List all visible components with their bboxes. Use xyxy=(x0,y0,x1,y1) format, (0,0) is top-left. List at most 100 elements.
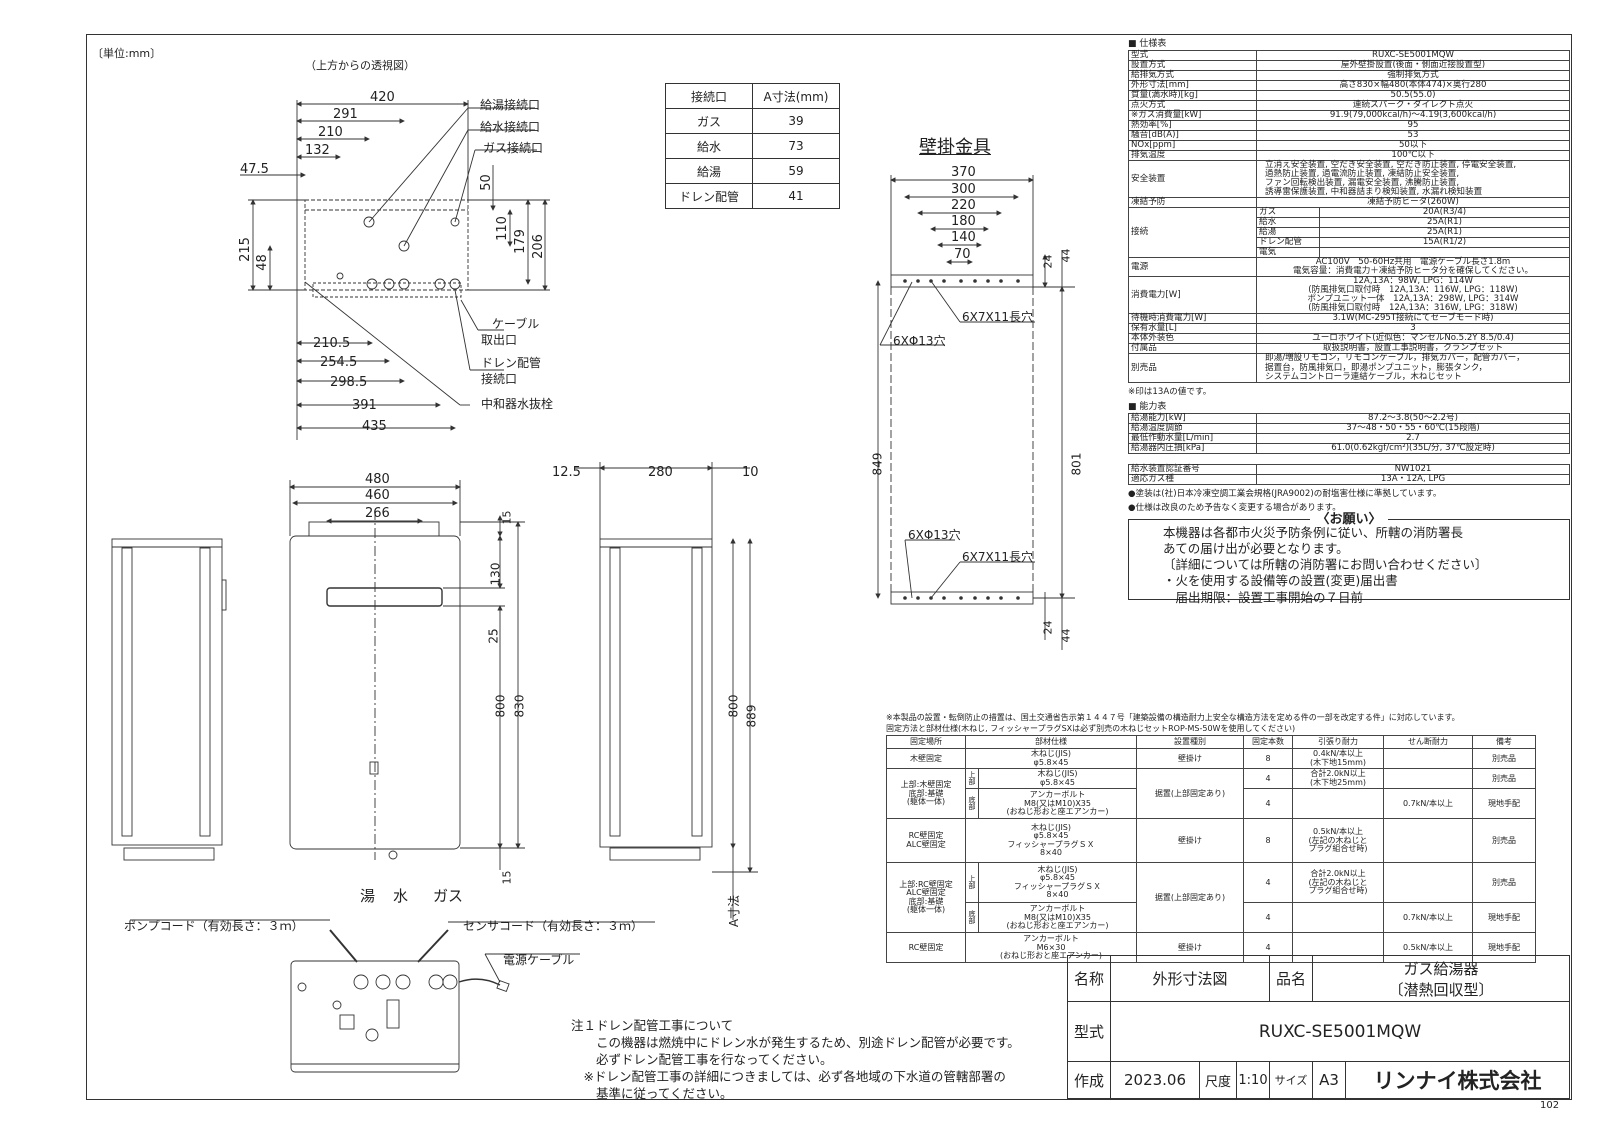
fix-line: φ5.8×45 xyxy=(1040,873,1075,883)
callout-cable-outlet: 取出口 xyxy=(481,333,518,347)
top-view xyxy=(240,100,550,440)
spec-value: 高さ830×幅480(本体474)×奥行280 xyxy=(1256,80,1570,92)
fix-line: (木下地25mm) xyxy=(1309,777,1366,787)
fix-line: アンカーボルト xyxy=(1029,904,1086,914)
scale-value: 1:10 xyxy=(1236,1061,1270,1099)
fix-line: 底部:基礎 xyxy=(908,896,944,906)
spec-value: 取扱説明書，設置工事説明書，クランプセット xyxy=(1256,343,1570,355)
side-dim-889: 889 xyxy=(744,704,759,728)
dim-291: 291 xyxy=(333,107,358,122)
side-dim-800: 800 xyxy=(726,694,741,718)
fixing-note: 固定方法と部材仕様(木ねじ, フィッシャープラグSXは必ず別売の木ねじセットRO… xyxy=(886,724,1296,734)
dim-391: 391 xyxy=(352,398,377,413)
perf-value: 87.2〜3.8(50〜2.2号) xyxy=(1256,412,1570,424)
size-value: A3 xyxy=(1312,1061,1346,1099)
spec-value: 53 xyxy=(1256,130,1570,142)
wall-bracket-drawing xyxy=(875,175,1075,650)
connect-size: 20A(R3/4) xyxy=(1319,207,1570,219)
bracket-dim-849: 849 xyxy=(870,452,885,476)
spec-key: 消費電力[W] xyxy=(1128,276,1257,315)
fix-line: ALC壁固定 xyxy=(906,888,946,898)
spec-value: 95 xyxy=(1256,120,1570,132)
dim-110: 110 xyxy=(494,216,510,241)
consume-line: (防風排気口取付時 12A,13A：316W, LPG：318W) xyxy=(1308,303,1518,314)
unit-label: 〔単位:mm〕 xyxy=(92,47,162,60)
conn-cell: 41 xyxy=(752,183,840,209)
spec-key: 騒音[dB(A)] xyxy=(1128,130,1257,142)
fix-cell: 底部 xyxy=(965,788,979,820)
connect-size: 25A(R1) xyxy=(1319,227,1570,239)
company-name: リンナイ株式会社 xyxy=(1345,1061,1570,1099)
fix-line: 0.4kN/本以上 xyxy=(1312,749,1364,759)
conn-header: 接続口 xyxy=(665,83,753,109)
conn-cell: 給水 xyxy=(665,133,753,159)
bracket-hole-label: 6XΦ13穴 xyxy=(908,528,961,542)
fix-line: フィッシャープラグＳＸ xyxy=(1007,839,1095,849)
fix-line: プラグ組合せ時) xyxy=(1308,844,1368,854)
dim-210: 210 xyxy=(318,125,343,140)
fix-line: 木ねじ(JIS) xyxy=(1030,823,1072,833)
fix-cell: 0.7kN/本以上 xyxy=(1383,902,1473,934)
pump-cord-label: ポンプコード（有効長さ：３ｍ） xyxy=(124,919,304,933)
front-dim-800: 800 xyxy=(493,694,508,718)
fix-line: プラグ組合せ時) xyxy=(1308,886,1368,896)
fix-header: 固定場所 xyxy=(886,735,966,750)
spec-key: 凍結予防 xyxy=(1128,197,1257,209)
fix-line: 木ねじ(JIS) xyxy=(1037,769,1078,779)
fix-header: 設置種別 xyxy=(1136,735,1244,750)
side-a-dimension: A寸法 xyxy=(727,894,742,928)
fix-line: (左記の木ねじと xyxy=(1308,835,1368,845)
fix-line: (左記の木ねじと xyxy=(1308,877,1368,887)
label-hot-water: 湯 xyxy=(360,887,376,905)
perf-value: 2.7 xyxy=(1256,432,1570,444)
spec-key: 排気温度 xyxy=(1128,150,1257,162)
bracket-title: 壁掛金具 xyxy=(919,137,991,158)
spec-value: 凍結予防ヒータ(260W) xyxy=(1256,197,1570,209)
spec-key: 安全装置 xyxy=(1128,160,1257,199)
bottom-view xyxy=(130,919,655,1073)
spec-key: 付属品 xyxy=(1128,343,1257,355)
fix-cell: 壁掛け xyxy=(1136,748,1244,770)
fix-line: 木ねじ(JIS) xyxy=(1030,749,1072,759)
conn-cell: 39 xyxy=(752,108,840,134)
fix-header: 備考 xyxy=(1472,735,1536,750)
footnote: ●仕様は改良のため予告なく変更する場合があります。 xyxy=(1128,502,1341,513)
conn-cell: ガス xyxy=(665,108,753,134)
callout-cable: ケーブル xyxy=(492,317,540,331)
dim-132: 132 xyxy=(305,143,330,158)
side-dim-280: 280 xyxy=(648,465,673,480)
fix-line: (おねじ形おと座エアンカー) xyxy=(1000,951,1102,961)
bracket-dim-370: 370 xyxy=(951,165,976,180)
spec-header: ■ 仕様表 xyxy=(1128,39,1167,49)
bracket-dim-44-bottom: 44 xyxy=(1059,628,1073,643)
fix-cell: 0.5kN/本以上(左記の木ねじとプラグ組合せ時) xyxy=(1292,818,1384,864)
drawing-frame xyxy=(86,34,1572,1100)
request-title: 〈お願い〉 xyxy=(1310,511,1388,527)
fix-line: M6×30 xyxy=(1036,942,1066,952)
dim-47-5: 47.5 xyxy=(240,162,269,177)
fix-cell: 4 xyxy=(1243,768,1293,790)
dim-420: 420 xyxy=(370,90,395,105)
fix-cell: 0.7kN/本以上 xyxy=(1383,788,1473,820)
fix-line: RC壁固定 xyxy=(908,831,944,841)
cert-key: 給水装置認証番号 xyxy=(1128,463,1257,475)
fix-cell: 合計2.0kN以上(左記の木ねじとプラグ組合せ時) xyxy=(1292,862,1384,904)
top-view-label: （上方からの透視図） xyxy=(305,59,415,72)
spec-value: RUXC-SE5001MQW xyxy=(1256,49,1570,62)
fix-cell: 別売品 xyxy=(1472,818,1536,864)
fix-cell: 合計2.0kN以上(木下地25mm) xyxy=(1292,768,1384,790)
perf-key: 給湯器内圧損[kPa] xyxy=(1128,442,1257,454)
power-cable-label: 電源ケーブル xyxy=(503,953,575,967)
dim-179: 179 xyxy=(512,229,528,254)
fix-cell: 別売品 xyxy=(1472,862,1536,904)
callout-drain: ドレン配管 xyxy=(481,356,542,370)
drain-note-line: この機器は燃焼中にドレン水が発生するため、別途ドレン配管が必要です。 xyxy=(571,1034,1020,1050)
front-dim-460: 460 xyxy=(365,488,390,503)
bracket-dim-801: 801 xyxy=(1069,452,1084,476)
bracket-dim-44-top: 44 xyxy=(1059,248,1073,263)
